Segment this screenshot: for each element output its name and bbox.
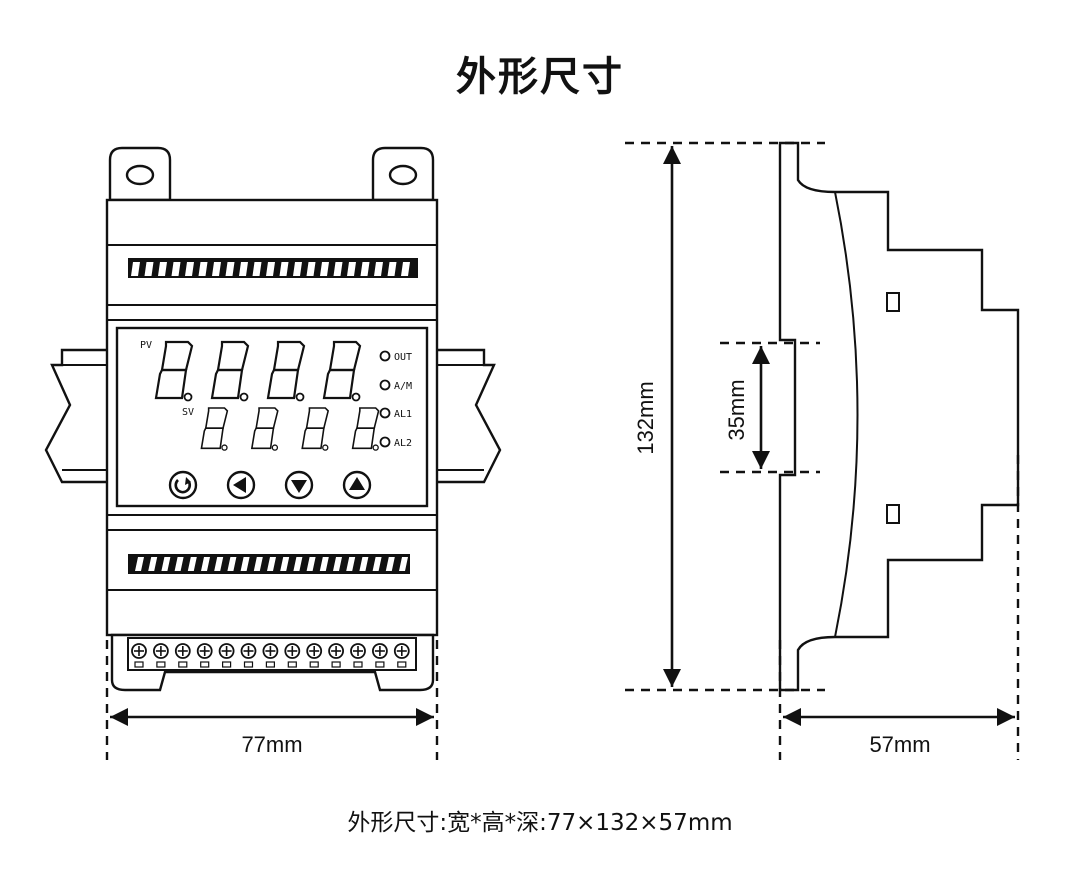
vent-slot <box>319 557 329 571</box>
indicator-al2: AL2 <box>379 436 412 449</box>
vent-slot <box>359 557 369 571</box>
indicator-out-label: OUT <box>394 352 412 363</box>
vent-slot <box>201 557 210 571</box>
side-profile <box>778 141 1020 692</box>
side-view: 132mm 35mm 57mm <box>625 141 1020 760</box>
vent-slot <box>227 557 237 571</box>
vent-slot <box>266 262 275 276</box>
front-panel <box>115 326 429 508</box>
indicator-am: A/M <box>379 379 412 392</box>
vent-slot <box>387 262 397 276</box>
led-icon <box>379 407 391 419</box>
up-key[interactable] <box>342 470 372 500</box>
vent-slot <box>144 262 154 276</box>
vent-slot <box>333 262 343 276</box>
terminal-slot <box>353 661 363 668</box>
vent-slot <box>161 557 171 571</box>
vent-slot <box>346 557 356 571</box>
vent-slot <box>214 557 224 571</box>
vent-slot <box>171 262 181 276</box>
arrow-down-icon <box>291 480 307 493</box>
indicator-al1: AL1 <box>379 407 412 420</box>
pv-label: PV <box>140 340 152 351</box>
terminal-slot <box>200 661 210 668</box>
vent-slot <box>240 557 250 571</box>
vent-slot <box>253 557 263 571</box>
indicator-am-label: A/M <box>394 381 412 392</box>
vent-slot <box>267 557 276 571</box>
rotate-icon <box>174 479 191 494</box>
depth-dimension-label: 57mm <box>869 732 930 757</box>
din-rail-left <box>44 348 107 484</box>
vent-slot <box>320 262 329 276</box>
left-key[interactable] <box>226 470 256 500</box>
terminal-slot <box>287 661 297 668</box>
vent-slot <box>372 557 382 571</box>
vent-slot <box>187 557 197 571</box>
indicator-al1-label: AL1 <box>394 409 412 420</box>
page-title: 外形尺寸 <box>456 54 624 100</box>
vent-slot <box>293 262 302 276</box>
vent-slot <box>280 557 290 571</box>
vent-slot <box>401 262 410 276</box>
terminal-slot <box>397 661 407 668</box>
terminal-screws <box>131 643 410 668</box>
arrow-left-icon <box>233 477 246 493</box>
down-key[interactable] <box>284 470 314 500</box>
vent-slot <box>174 557 184 571</box>
latch-top <box>886 292 900 312</box>
terminal-slot <box>243 661 254 668</box>
vent-slot <box>198 262 208 276</box>
terminal-slot <box>331 661 341 668</box>
mounting-tab-left <box>108 146 172 202</box>
width-dimension-label: 77mm <box>241 732 302 757</box>
vent-slots-top <box>128 258 418 278</box>
vent-slot <box>293 557 303 571</box>
vent-slot <box>185 262 194 276</box>
vent-slot <box>347 262 356 276</box>
led-icon <box>379 379 391 391</box>
vent-slot <box>306 262 316 276</box>
mounting-tab-right <box>371 146 435 202</box>
terminal-slot <box>309 661 319 668</box>
terminal-slot <box>375 661 385 668</box>
vent-slot <box>360 262 370 276</box>
terminal-slot <box>156 661 166 668</box>
vent-slot <box>158 262 167 276</box>
front-view: PV SV OUT A/M AL1 AL2 <box>44 146 502 760</box>
vent-slot <box>148 557 158 571</box>
vent-slot <box>135 557 144 571</box>
terminal-slot <box>222 661 232 668</box>
led-icon <box>379 350 391 362</box>
vent-slot <box>333 557 342 571</box>
terminal-slot <box>134 661 144 668</box>
vent-slot <box>239 262 248 276</box>
indicator-al2-label: AL2 <box>394 438 412 449</box>
vent-slot <box>225 262 235 276</box>
terminal-slot <box>178 661 188 668</box>
terminal-slot <box>265 661 275 668</box>
sv-label: SV <box>182 407 194 418</box>
vent-slot <box>374 262 383 276</box>
latch-bottom <box>886 504 900 524</box>
vent-slot <box>399 557 408 571</box>
height-dimension-label: 132mm <box>633 381 658 454</box>
vent-slot <box>212 262 221 276</box>
vent-slot <box>252 262 262 276</box>
vent-slot <box>279 262 289 276</box>
vent-slot <box>131 262 140 276</box>
arrow-up-icon <box>349 477 365 490</box>
rail-dimension-label: 35mm <box>724 379 749 440</box>
set-key[interactable] <box>168 470 198 500</box>
vent-slot <box>385 557 395 571</box>
dimension-summary: 外形尺寸:宽*高*深:77×132×57mm <box>347 810 733 836</box>
vent-slot <box>306 557 316 571</box>
din-rail-right <box>437 348 502 484</box>
vent-slots-bottom <box>128 554 410 574</box>
indicator-out: OUT <box>379 350 412 363</box>
led-icon <box>379 436 391 448</box>
